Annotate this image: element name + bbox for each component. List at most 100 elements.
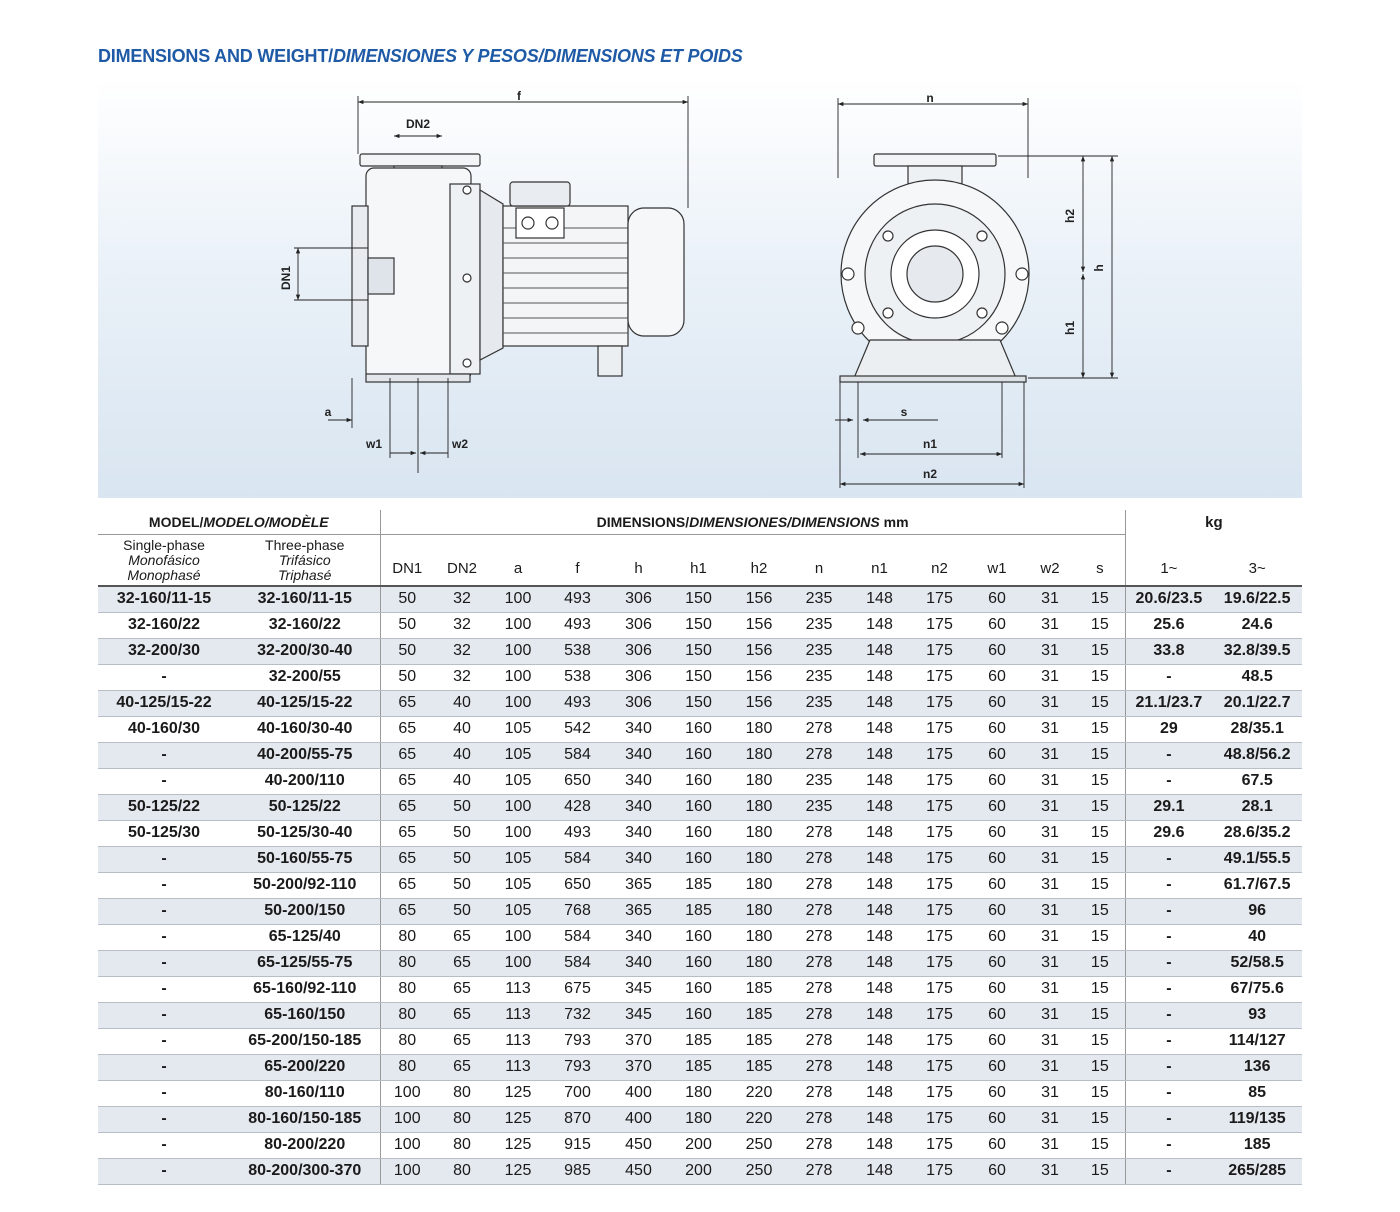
cell-h2: 156 <box>729 586 789 613</box>
cell-w1: 60 <box>969 846 1025 873</box>
cell-dn1: 80 <box>380 1028 434 1055</box>
cell-s: 15 <box>1075 690 1126 717</box>
header-col-w1: w1 <box>969 534 1025 587</box>
cell-f: 584 <box>546 950 609 977</box>
cell-kg-three: 48.8/56.2 <box>1212 742 1303 769</box>
cell-a: 100 <box>490 794 546 821</box>
cell-h1: 160 <box>668 924 729 951</box>
cell-a: 113 <box>490 976 546 1003</box>
cell-model-single: - <box>98 742 230 769</box>
cell-n2: 175 <box>910 1028 969 1055</box>
cell-model-three: 80-200/300-370 <box>230 1158 381 1185</box>
cell-model-three: 32-200/30-40 <box>230 638 381 665</box>
cell-kg-three: 114/127 <box>1212 1028 1303 1055</box>
label-s: s <box>901 405 908 419</box>
cell-kg-three: 61.7/67.5 <box>1212 872 1303 899</box>
label-f: f <box>517 89 522 103</box>
cell-model-three: 32-160/22 <box>230 612 381 639</box>
cell-h2: 156 <box>729 638 789 665</box>
header-col-n1: n1 <box>849 534 910 587</box>
title-italic: DIMENSIONES Y PESOS/DIMENSIONS ET POIDS <box>332 46 743 66</box>
label-h1: h1 <box>1063 321 1077 335</box>
cell-n: 278 <box>789 976 849 1003</box>
cell-n: 278 <box>789 846 849 873</box>
cell-h1: 150 <box>668 664 729 691</box>
cell-kg-three: 32.8/39.5 <box>1212 638 1303 665</box>
cell-a: 125 <box>490 1080 546 1107</box>
cell-f: 538 <box>546 664 609 691</box>
cell-kg-single: - <box>1125 1106 1213 1133</box>
cell-h: 400 <box>609 1106 668 1133</box>
header-model: MODEL/MODELO/MODÈLE <box>98 510 380 535</box>
cell-f: 493 <box>546 612 609 639</box>
cell-h2: 250 <box>729 1158 789 1185</box>
cell-h2: 156 <box>729 612 789 639</box>
cell-kg-single: 20.6/23.5 <box>1125 586 1213 613</box>
cell-dn1: 80 <box>380 1002 434 1029</box>
cell-kg-single: - <box>1125 1054 1213 1081</box>
cell-a: 100 <box>490 664 546 691</box>
cell-w2: 31 <box>1025 716 1075 743</box>
cell-w2: 31 <box>1025 846 1075 873</box>
cell-f: 732 <box>546 1002 609 1029</box>
cell-w1: 60 <box>969 794 1025 821</box>
cell-w1: 60 <box>969 1028 1025 1055</box>
cell-s: 15 <box>1075 612 1126 639</box>
cell-n1: 148 <box>849 586 910 613</box>
cell-f: 538 <box>546 638 609 665</box>
cell-w1: 60 <box>969 924 1025 951</box>
cell-kg-three: 96 <box>1212 898 1303 925</box>
cell-n2: 175 <box>910 1132 969 1159</box>
cell-w2: 31 <box>1025 768 1075 795</box>
cell-f: 650 <box>546 872 609 899</box>
cell-f: 584 <box>546 742 609 769</box>
cell-w1: 60 <box>969 898 1025 925</box>
header-col-w2: w2 <box>1025 534 1075 587</box>
pump-drawing-svg: f DN2 DN1 a w1 w2 n h2 h h1 s n1 n2 <box>279 89 1118 488</box>
cell-model-single: - <box>98 924 230 951</box>
cell-dn1: 80 <box>380 924 434 951</box>
cell-h1: 150 <box>668 690 729 717</box>
cell-f: 870 <box>546 1106 609 1133</box>
cell-dn2: 32 <box>434 664 490 691</box>
header-col-s: s <box>1075 534 1126 587</box>
cell-n: 235 <box>789 794 849 821</box>
dimension-lines <box>294 96 1118 488</box>
cell-h1: 160 <box>668 976 729 1003</box>
cell-h1: 185 <box>668 898 729 925</box>
cell-w1: 60 <box>969 950 1025 977</box>
header-col-kg-single: 1~ <box>1125 534 1213 587</box>
side-view <box>351 153 685 383</box>
cell-n: 278 <box>789 898 849 925</box>
cell-w1: 60 <box>969 976 1025 1003</box>
pump-technical-drawing: f DN2 DN1 a w1 w2 n h2 h h1 s n1 n2 <box>98 78 1302 498</box>
cell-w2: 31 <box>1025 1054 1075 1081</box>
cell-n1: 148 <box>849 846 910 873</box>
cell-s: 15 <box>1075 1106 1126 1133</box>
cell-dn1: 50 <box>380 612 434 639</box>
cell-n: 278 <box>789 1054 849 1081</box>
cell-kg-three: 40 <box>1212 924 1303 951</box>
cell-a: 100 <box>490 820 546 847</box>
cell-model-single: - <box>98 976 230 1003</box>
cell-n: 235 <box>789 768 849 795</box>
cell-dn2: 40 <box>434 742 490 769</box>
cell-s: 15 <box>1075 586 1126 613</box>
cell-dn2: 32 <box>434 612 490 639</box>
cell-a: 113 <box>490 1002 546 1029</box>
cell-a: 125 <box>490 1106 546 1133</box>
cell-s: 15 <box>1075 1002 1126 1029</box>
cell-dn2: 80 <box>434 1132 490 1159</box>
cell-model-three: 65-160/150 <box>230 1002 381 1029</box>
cell-dn1: 50 <box>380 638 434 665</box>
cell-dn1: 100 <box>380 1080 434 1107</box>
cell-w1: 60 <box>969 742 1025 769</box>
cell-n2: 175 <box>910 1002 969 1029</box>
cell-kg-three: 20.1/22.7 <box>1212 690 1303 717</box>
cell-f: 493 <box>546 820 609 847</box>
title-main: DIMENSIONS AND WEIGHT/ <box>98 46 333 66</box>
cell-w2: 31 <box>1025 924 1075 951</box>
